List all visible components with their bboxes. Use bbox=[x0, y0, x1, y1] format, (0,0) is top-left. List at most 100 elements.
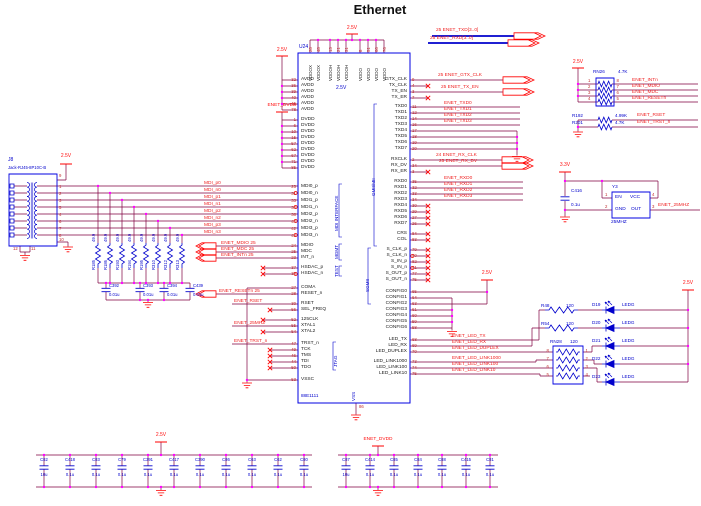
term-res-value: 49.9 bbox=[163, 233, 169, 242]
term-cap-value: 0.01u bbox=[143, 291, 154, 297]
net-label-gtx-clk: 25 ENET_GTX_CLK bbox=[438, 72, 482, 78]
ic-right-pin-nums-crscol: 84 83 bbox=[412, 230, 417, 242]
ic-vss-pin-number: 86 bbox=[359, 404, 364, 409]
net-labels-led1: ENET_LED_TX ENET_LED_RX ENET_LED_DUPLEX bbox=[452, 333, 499, 351]
power-label-2v5-rn26: 2.5V bbox=[572, 58, 584, 65]
rn28-value: 120 bbox=[570, 338, 578, 344]
ic-left-pin-nums-reset: 27 28 bbox=[291, 284, 296, 296]
term-res-value: 49.9 bbox=[175, 233, 181, 242]
ic-group-label-jtag: JTAG bbox=[333, 355, 338, 367]
term-cap-refdes: C392 bbox=[109, 282, 120, 288]
ic-core-voltage: 2.5V bbox=[336, 85, 347, 91]
ic-right-pin-nums-config: 65 64 63 61 60 59 58 bbox=[412, 288, 417, 330]
bank1-cap-refdes: C82 bbox=[40, 457, 48, 462]
r192-refdes: R192 bbox=[572, 112, 583, 118]
power-label-enet-dvdd: ENET_DVDD bbox=[267, 103, 297, 108]
osc-refdes: Y3 bbox=[612, 184, 618, 189]
term-res-refdes: R194 bbox=[127, 259, 133, 270]
bank1-cap-value: 10u bbox=[40, 471, 48, 477]
r54-value: 120 bbox=[566, 320, 574, 326]
ic-refdes: U24 bbox=[299, 43, 309, 50]
j8-refdes: J8 bbox=[8, 156, 14, 163]
bank1-cap-value: 0.1u bbox=[143, 471, 153, 477]
rn28-refdes: RN28 bbox=[550, 338, 562, 344]
ic-right-pin-nums-led2: 73 74 75 bbox=[412, 358, 417, 376]
bank1-cap-value: 0.1u bbox=[247, 471, 257, 477]
term-res-refdes: R312 bbox=[163, 259, 169, 270]
bank1-cap-refdes: C83 bbox=[92, 457, 100, 462]
ic-left-pin-name-vssc: VSSC bbox=[301, 376, 315, 382]
ic-right-pin-names-led1: LED_TX LED_RX LED_DUPLEX bbox=[375, 336, 407, 354]
bank2-cap-refdes: C84 bbox=[414, 457, 422, 462]
ic-top-pin-name: VDDOX bbox=[315, 64, 321, 81]
rn26-value: 4.7K bbox=[618, 69, 628, 74]
r201-value: 4.7K bbox=[615, 119, 625, 125]
ic-group-label-sgmii: SGMII bbox=[365, 278, 370, 292]
net-label-enet-resetn: ENET_RESETn 25 bbox=[219, 288, 260, 294]
r201-refdes: R201 bbox=[572, 119, 583, 125]
power-label-3v3: 3.3V bbox=[559, 161, 571, 168]
led-symbols bbox=[601, 300, 621, 386]
rn28-left-pin-nums: 8 7 6 5 bbox=[546, 347, 549, 377]
bank2-cap-refdes: C414 bbox=[364, 457, 375, 462]
r48-value: 120 bbox=[566, 302, 574, 308]
ic-right-pin-nums-rx: 2 34 3 bbox=[412, 156, 417, 174]
ic-top-pin-num: 31 bbox=[343, 46, 349, 52]
osc-pin-en: EN bbox=[615, 194, 622, 200]
power-label-2v5-led: 2.5V bbox=[682, 279, 694, 286]
ic-left-pin-nums-avdd: 32 36 39 40 45 78 bbox=[291, 76, 296, 112]
ic-left-pin-num-vssc: 53 bbox=[291, 376, 296, 382]
ic-part-number: 88E1111 bbox=[301, 392, 319, 398]
ic-right-pin-nums-rxd: 35 32 33 34 30 29 27 26 bbox=[412, 178, 417, 226]
ic-left-pin-nums-rset: 30 56 bbox=[291, 300, 296, 312]
ic-right-pin-nums-txd: 11 12 14 16 17 18 19 20 bbox=[412, 103, 417, 151]
bank2-cap-refdes: C85 bbox=[390, 457, 398, 462]
ic-top-pin-name: VDDOH bbox=[327, 64, 333, 81]
net-labels-rxd: ENET_RXD0 ENET_RXD1 ENET_RXD2 ENET_RXD3 bbox=[444, 175, 473, 199]
net-label-enet-25mhz-osc: ENET_25MHZ bbox=[658, 203, 690, 208]
net-label-rxd-bus: 25 ENET_RXD[3..0] bbox=[430, 35, 473, 41]
bank1-cap-value: 0.1u bbox=[169, 471, 179, 477]
term-res-value: 49.9 bbox=[139, 233, 145, 242]
led-d23-refdes: D23 bbox=[592, 373, 601, 379]
osc-frequency: 25MHZ bbox=[611, 219, 627, 225]
ic-top-pin-num: 8 bbox=[357, 49, 363, 52]
led-d23-type: LEDG bbox=[622, 373, 635, 379]
ic-right-pin-names-tx: GTX_CLK TX_CLK TX_EN TX_ER bbox=[385, 76, 407, 100]
bus-lines bbox=[428, 35, 514, 44]
ic-right-pin-nums-sgmii: 79 80 82 81 77 75 bbox=[412, 246, 417, 282]
ic-right-pin-nums-tx: 9 4 3 7 bbox=[412, 76, 415, 100]
ic-left-pin-names-mdi: MDI0_p MDI0_n MDI1_p MDI1_n MDI2_p MDI2_… bbox=[301, 183, 318, 238]
term-res-value: 49.9 bbox=[91, 233, 97, 242]
ic-left-pin-names-avdd: AVDD AVDD AVDD AVDD AVDD AVDD bbox=[301, 76, 314, 112]
ic-left-pin-names-hsdac: HSDAC_p HSDAC_n bbox=[301, 264, 324, 276]
bank2-cap-value: 0.1u bbox=[485, 471, 495, 477]
rn26-refdes: RN26 bbox=[593, 69, 605, 74]
ic-top-pin-num: 76 bbox=[381, 46, 387, 52]
bank1-cap-value: 0.1u bbox=[91, 471, 101, 477]
ic-left-pin-nums-clock: 52 55 54 bbox=[291, 316, 296, 334]
ic-left-pin-nums-dvdd: 1 6 10 15 57 62 67 71 85 bbox=[291, 116, 296, 170]
osc-pin-vcc: VCC bbox=[630, 194, 641, 200]
net-label-enet-rset-pullup: ENET_RSET bbox=[637, 112, 666, 118]
led-d19-refdes: D19 bbox=[592, 301, 601, 307]
bank1-cap-value: 0.1u bbox=[117, 471, 127, 477]
power-label-2v5-avdd: 2.5V bbox=[276, 46, 288, 53]
term-res-refdes: R195 bbox=[139, 259, 145, 270]
ic-top-pin-num: 51 bbox=[365, 46, 371, 52]
term-res-value: 49.9 bbox=[103, 233, 109, 242]
net-label-rx-clk: 24 ENET_RX_CLK bbox=[436, 152, 477, 158]
bank1-cap-value: 0.1u bbox=[221, 471, 231, 477]
power-label-2v5-j8: 2.5V bbox=[60, 153, 72, 159]
r54-refdes: R54 bbox=[541, 320, 550, 326]
ic-top-pin-num: 48 bbox=[315, 46, 321, 52]
term-res-value: 49.9 bbox=[127, 233, 133, 242]
j8-pin-num-11: 11 bbox=[31, 246, 36, 251]
ic-left-pin-nums-mgmt: 24 25 23 bbox=[291, 242, 296, 260]
ic-left-pin-names-jtag: TRST_n TCK TMS TDI TDO bbox=[301, 340, 319, 370]
term-res-refdes: R193 bbox=[115, 259, 121, 270]
net-labels-txd: ENET_TXD0 ENET_TXD1 ENET_TXD2 ENET_TXD3 bbox=[444, 100, 472, 124]
bank2-cap-value: 0.1u bbox=[413, 471, 423, 477]
bank1-cap-refdes: C62 bbox=[274, 457, 282, 462]
